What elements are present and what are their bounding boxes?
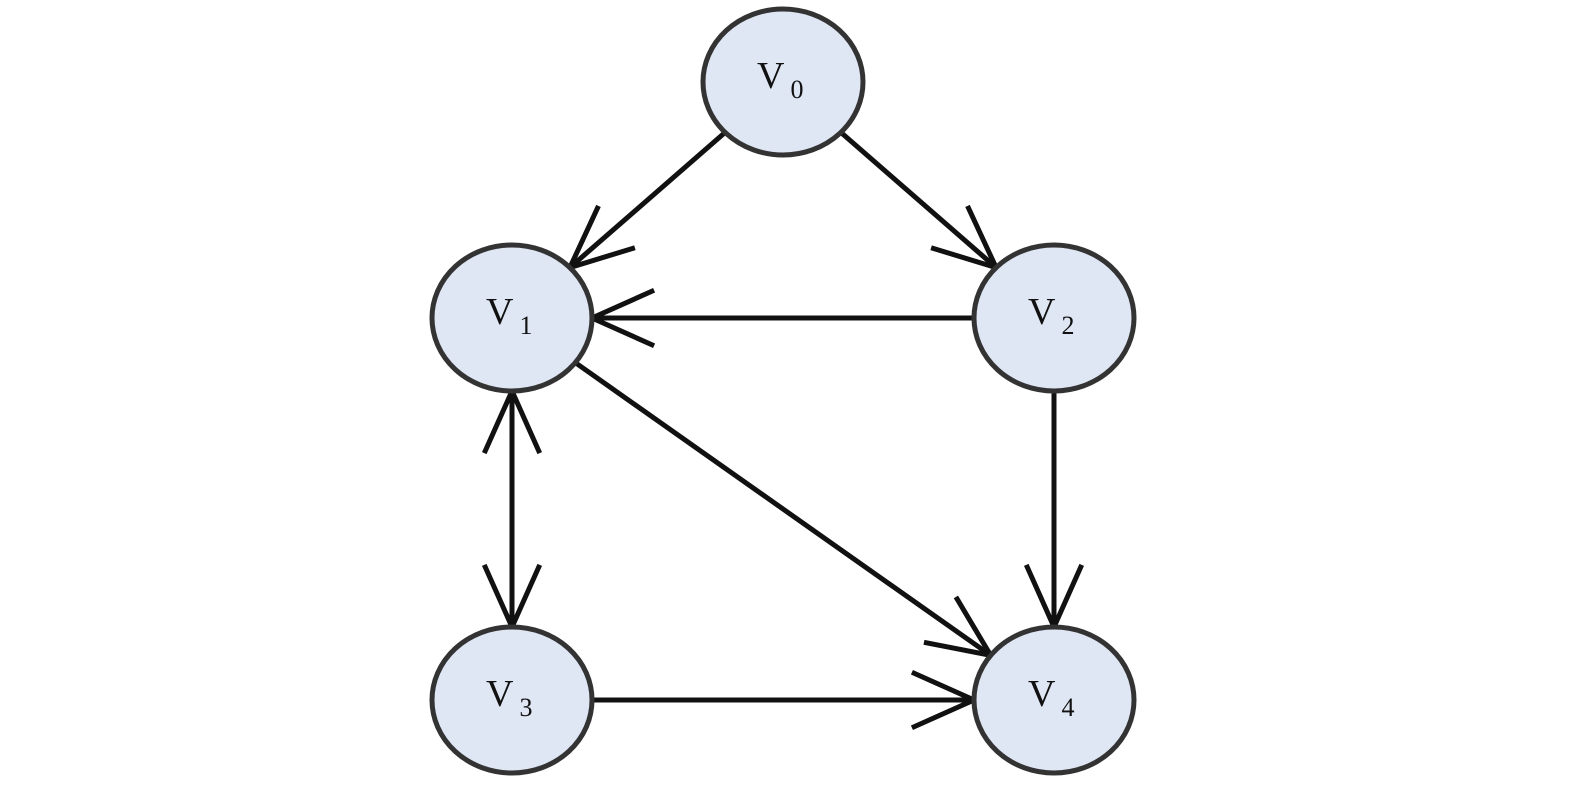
edge-v2-v4 <box>1023 391 1085 634</box>
node-letter: V <box>486 673 514 715</box>
edge-line <box>839 130 998 270</box>
node-circle <box>700 6 866 158</box>
edge-line <box>568 130 727 270</box>
edge-v3-v1 <box>481 384 543 627</box>
edge-v2-v1 <box>585 287 974 349</box>
edge-v0-v2 <box>839 130 1001 272</box>
node-letter: V <box>1028 291 1056 333</box>
node-letter: V <box>486 291 514 333</box>
edge-v1-v4 <box>573 360 996 659</box>
node-circle <box>971 242 1137 394</box>
node-circle <box>429 242 595 394</box>
edge-v0-v1 <box>565 130 727 272</box>
node-subscript: 1 <box>519 311 532 340</box>
node-subscript: 3 <box>519 693 532 722</box>
node-subscript: 2 <box>1061 311 1074 340</box>
edge-v3-v4 <box>592 669 981 731</box>
node-letter: V <box>1028 673 1056 715</box>
node-letter: V <box>757 55 785 97</box>
edges-layer <box>481 130 1085 731</box>
node-circle <box>971 624 1137 776</box>
edge-line <box>573 360 993 658</box>
node-subscript: 4 <box>1061 693 1074 722</box>
node-subscript: 0 <box>790 75 803 104</box>
node-circle <box>429 624 595 776</box>
